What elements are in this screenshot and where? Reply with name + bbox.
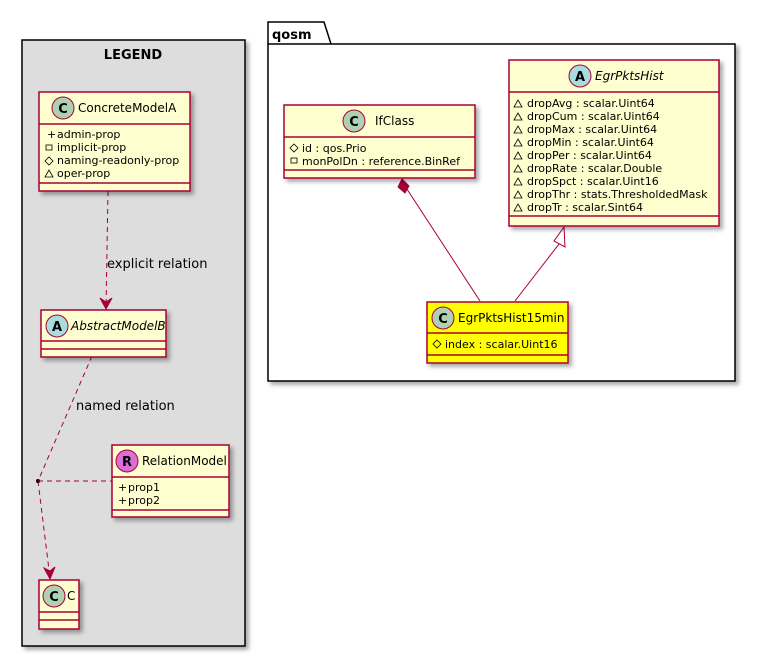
visibility-protected-icon: [289, 143, 299, 153]
class-c-icon-glyph: C: [58, 102, 68, 117]
attribute: dropThr : stats.ThresholdedMask: [527, 188, 708, 201]
attribute: naming-readonly-prop: [57, 154, 179, 167]
legend-title: LEGEND: [104, 48, 163, 63]
package-title: qosm: [272, 28, 312, 43]
visibility-package-icon: [513, 138, 523, 147]
class-name: AbstractModelB: [70, 319, 166, 333]
attribute: dropMin : scalar.Uint64: [527, 136, 654, 149]
attribute: prop2: [128, 494, 160, 507]
named-relation-arrowhead: [42, 566, 56, 581]
class-c-icon: [51, 96, 75, 120]
attribute: dropMax : scalar.Uint64: [527, 123, 657, 136]
attribute: dropSpct : scalar.Uint16: [527, 175, 659, 188]
visibility-package-icon: [513, 112, 523, 121]
class-name: RelationModel: [142, 454, 227, 468]
class-name: EgrPktsHist15min: [458, 311, 565, 325]
relation-r-icon: [115, 449, 139, 473]
attribute: dropAvg : scalar.Uint64: [527, 97, 655, 110]
class-c-icon-glyph: C: [49, 590, 59, 605]
relations: explicit relation named relation: [36, 178, 566, 581]
explicit-relation-label: explicit relation: [107, 257, 207, 272]
composition-edge: [402, 182, 481, 302]
class-c-icon-glyph: C: [349, 115, 359, 130]
named-relation-label: named relation: [76, 399, 175, 414]
relation-r-icon-glyph: R: [122, 455, 132, 470]
class-c-icon: [431, 306, 455, 330]
class-name: ConcreteModelA: [78, 101, 177, 115]
explicit-relation-edge: [105, 190, 109, 309]
visibility-package-icon: [513, 203, 523, 212]
abstract-a-icon-glyph: A: [575, 70, 585, 85]
attribute: dropRate : scalar.Double: [527, 162, 662, 175]
class-if-class: [283, 104, 476, 179]
visibility-package-icon: [513, 99, 523, 108]
attribute: implicit-prop: [57, 141, 126, 154]
attribute: monPolDn : reference.BinRef: [302, 155, 461, 168]
abstract-a-icon-glyph: A: [52, 320, 62, 335]
attribute: admin-prop: [57, 128, 120, 141]
generalization-edge: [514, 243, 560, 302]
attribute: dropCum : scalar.Uint64: [527, 110, 660, 123]
visibility-protected-icon: [44, 156, 54, 166]
attribute: id : qos.Prio: [302, 142, 367, 155]
generalization-triangle: [553, 225, 566, 248]
attribute: dropPer : scalar.Uint64: [527, 149, 652, 162]
abstract-a-icon: [568, 64, 592, 88]
visibility-public-icon: +: [118, 481, 127, 494]
visibility-package-icon: [513, 125, 523, 134]
class-c-icon: [42, 584, 66, 608]
attribute: oper-prop: [57, 167, 110, 180]
class-c-icon: [342, 109, 366, 133]
attribute: dropTr : scalar.Sint64: [527, 201, 643, 214]
visibility-package-icon: [513, 164, 523, 173]
visibility-private-icon: [45, 144, 53, 151]
class-name: C: [67, 589, 75, 603]
explicit-relation-arrowhead: [99, 297, 113, 311]
abstract-a-icon: [45, 314, 69, 338]
visibility-package-icon: [513, 190, 523, 199]
visibility-package-icon: [513, 177, 523, 186]
class-c-icon-glyph: C: [438, 312, 448, 327]
class-egr-pkts-hist: [508, 59, 720, 227]
visibility-public-icon: +: [47, 128, 56, 141]
composition-diamond: [397, 178, 410, 194]
named-relation-edge-lower: [37, 480, 51, 579]
class-name: EgrPktsHist: [595, 69, 665, 83]
visibility-package-icon: [513, 151, 523, 160]
attribute: prop1: [128, 481, 160, 494]
visibility-protected-icon: [432, 339, 442, 349]
visibility-private-icon: [290, 157, 298, 164]
class-name: IfClass: [375, 114, 414, 128]
visibility-package-icon: [44, 169, 54, 178]
attribute: index : scalar.Uint16: [445, 338, 558, 351]
visibility-public-icon: +: [118, 494, 127, 507]
named-relation-edge-upper: [37, 355, 93, 482]
